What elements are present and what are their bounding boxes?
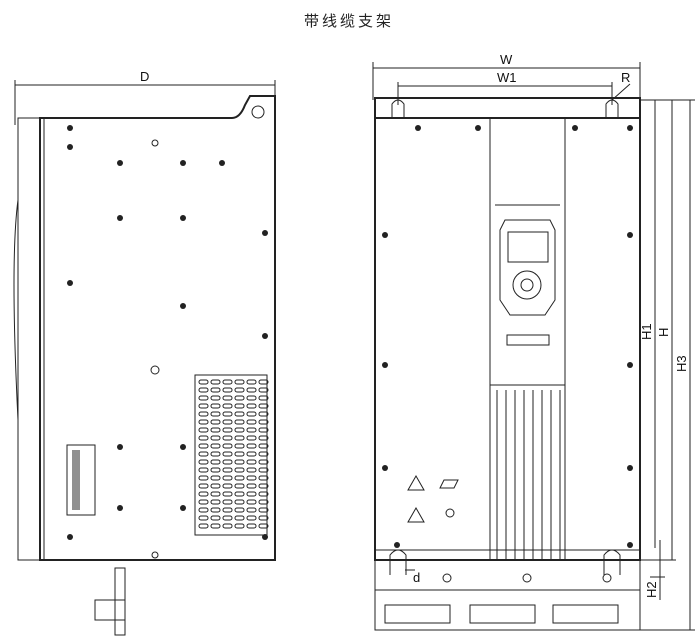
screw-hole <box>180 303 186 309</box>
screw-hole <box>627 232 633 238</box>
screw-hole <box>219 160 225 166</box>
screw-hole <box>117 444 123 450</box>
dim-H: H <box>656 328 671 337</box>
dim-H3: H3 <box>674 355 689 372</box>
screw-hole <box>117 160 123 166</box>
vent-grille <box>194 374 269 536</box>
screw-hole <box>475 125 481 131</box>
screw-hole <box>382 465 388 471</box>
screw-hole <box>382 232 388 238</box>
screw-hole <box>67 280 73 286</box>
dim-H1: H1 <box>639 323 654 340</box>
screw-hole <box>180 215 186 221</box>
screw-hole <box>415 125 421 131</box>
front-view: W W1 R <box>372 52 695 631</box>
screw-hole <box>180 444 186 450</box>
screw-hole <box>117 505 123 511</box>
screw-hole <box>180 505 186 511</box>
screw-hole <box>627 125 633 131</box>
dim-d: d <box>413 570 420 585</box>
screw-hole <box>627 542 633 548</box>
dim-H2: H2 <box>644 581 659 598</box>
clock-icon <box>445 508 455 518</box>
screw-hole <box>262 230 268 236</box>
screw-hole <box>394 542 400 548</box>
dim-W: W <box>500 52 513 67</box>
screw-hole <box>262 534 268 540</box>
drawing-title: 带线缆支架 <box>303 13 394 30</box>
dim-W1: W1 <box>497 70 517 85</box>
screw-hole <box>262 333 268 339</box>
screw-hole <box>117 215 123 221</box>
screw-hole <box>572 125 578 131</box>
screw-hole <box>67 534 73 540</box>
screw-hole <box>67 125 73 131</box>
dim-R: R <box>621 70 630 85</box>
keypad-display <box>499 219 556 316</box>
warning-icon <box>407 474 425 523</box>
dim-D: D <box>140 69 149 84</box>
screw-hole <box>382 362 388 368</box>
screw-hole <box>627 465 633 471</box>
manual-icon <box>439 479 459 489</box>
screw-hole <box>627 362 633 368</box>
screw-hole <box>67 144 73 150</box>
screw-hole <box>180 160 186 166</box>
side-view: D <box>13 69 276 636</box>
